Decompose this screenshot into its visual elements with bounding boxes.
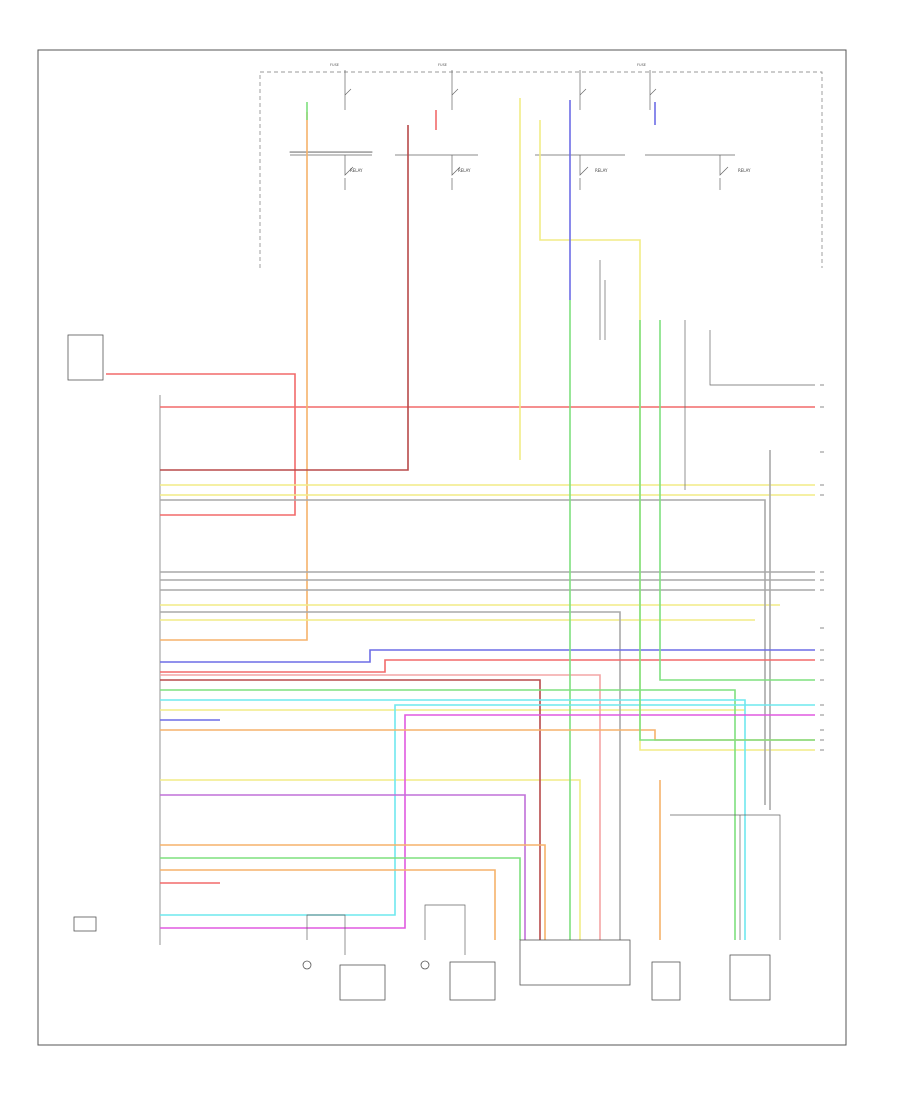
relay-3: RELAY — [535, 70, 625, 190]
svg-text:RELAY: RELAY — [458, 168, 471, 173]
left-switch-box — [67, 334, 104, 381]
component-ground-1 — [302, 960, 312, 970]
svg-text:RELAY: RELAY — [350, 168, 363, 173]
svg-text:RELAY: RELAY — [595, 168, 608, 173]
relay-2: RELAY FUSE — [395, 63, 478, 190]
component-ground-2 — [420, 960, 430, 970]
component-switch — [449, 961, 496, 1001]
diagram-border — [37, 49, 847, 1046]
bottom-components — [302, 939, 771, 1001]
engine-control-module — [73, 395, 161, 945]
component-module — [519, 939, 631, 986]
component-relay — [651, 961, 681, 1001]
relay-1: RELAY FUSE — [289, 63, 373, 190]
relay-group: RELAY FUSE RELAY FUSE RELAY RELAY FUSE — [289, 63, 751, 190]
svg-text:FUSE: FUSE — [438, 63, 447, 67]
svg-text:FUSE: FUSE — [637, 63, 646, 67]
relay-box-outline — [259, 71, 823, 268]
relay-4: RELAY FUSE — [637, 63, 751, 190]
ecm-ground-symbol — [73, 916, 97, 932]
component-unit — [729, 954, 771, 1001]
svg-text:FUSE: FUSE — [330, 63, 339, 67]
wires — [106, 98, 815, 955]
component-sensor-1 — [339, 964, 386, 1001]
right-connector-pins — [820, 384, 824, 751]
svg-text:RELAY: RELAY — [738, 168, 751, 173]
